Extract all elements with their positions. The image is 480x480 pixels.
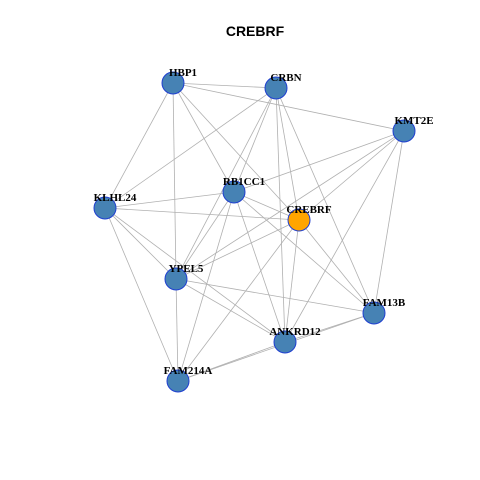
edge-klhl24-rb1cc1: [104, 191, 235, 209]
node-hbp1[interactable]: [161, 71, 185, 95]
edge-crbn-fam13b: [275, 87, 375, 314]
edge-kmt2e-ypel5: [175, 130, 405, 280]
node-label-crebrf: CREBRF: [286, 204, 332, 216]
edge-crebrf-fam214a: [177, 219, 300, 382]
node-fam13b[interactable]: [362, 301, 386, 325]
node-label-fam13b: FAM13B: [363, 297, 406, 309]
edge-crebrf-ypel5: [175, 219, 300, 280]
edge-crebrf-fam13b: [298, 219, 375, 314]
node-crbn[interactable]: [264, 76, 288, 100]
edge-kmt2e-fam13b: [373, 130, 405, 314]
graph-title: CREBRF: [226, 23, 285, 39]
edge-crbn-klhl24: [104, 87, 277, 209]
node-label-kmt2e: KMT2E: [394, 115, 433, 127]
edge-klhl24-ypel5: [104, 207, 177, 280]
edge-crebrf-ankrd12: [284, 219, 300, 343]
edge-crbn-ypel5: [175, 87, 277, 280]
edge-kmt2e-rb1cc1: [233, 130, 405, 193]
node-label-crbn: CRBN: [270, 72, 301, 84]
edge-ypel5-fam13b: [175, 278, 375, 314]
edge-rb1cc1-ankrd12: [233, 191, 286, 343]
node-label-fam214a: FAM214A: [164, 365, 213, 377]
edge-hbp1-crebrf: [172, 82, 300, 221]
node-rb1cc1[interactable]: [222, 180, 246, 204]
edge-hbp1-ypel5: [172, 82, 177, 280]
edge-layer: [104, 82, 405, 382]
node-label-ankrd12: ANKRD12: [269, 326, 321, 338]
edge-klhl24-ankrd12: [104, 207, 286, 343]
edge-crbn-rb1cc1: [233, 87, 277, 193]
edge-hbp1-kmt2e: [172, 82, 405, 132]
node-kmt2e[interactable]: [392, 119, 416, 143]
edge-kmt2e-crebrf: [298, 130, 405, 221]
edge-rb1cc1-fam214a: [177, 191, 235, 382]
edge-ypel5-fam214a: [175, 278, 179, 382]
edge-ankrd12-fam214a: [177, 341, 286, 382]
node-label-klhl24: KLHL24: [94, 192, 137, 204]
edge-hbp1-rb1cc1: [172, 82, 235, 193]
node-ypel5[interactable]: [164, 267, 188, 291]
edge-hbp1-klhl24: [104, 82, 174, 209]
edge-rb1cc1-crebrf: [233, 191, 300, 221]
node-label-hbp1: HBP1: [169, 67, 197, 79]
edge-rb1cc1-ypel5: [175, 191, 235, 280]
edge-kmt2e-ankrd12: [284, 130, 405, 343]
edge-ypel5-ankrd12: [175, 278, 286, 343]
node-label-rb1cc1: RB1CC1: [223, 176, 265, 188]
node-label-ypel5: YPEL5: [169, 263, 204, 275]
edge-klhl24-fam214a: [104, 207, 179, 382]
edge-crbn-crebrf: [275, 87, 300, 221]
node-layer: [93, 71, 416, 393]
node-ankrd12[interactable]: [273, 330, 297, 354]
node-crebrf[interactable]: [287, 208, 311, 232]
node-klhl24[interactable]: [93, 196, 117, 220]
edge-rb1cc1-fam13b: [233, 191, 375, 314]
node-fam214a[interactable]: [166, 369, 190, 393]
edge-crbn-ankrd12: [275, 87, 286, 343]
edge-hbp1-crbn: [172, 82, 277, 89]
edge-klhl24-crebrf: [104, 207, 300, 221]
